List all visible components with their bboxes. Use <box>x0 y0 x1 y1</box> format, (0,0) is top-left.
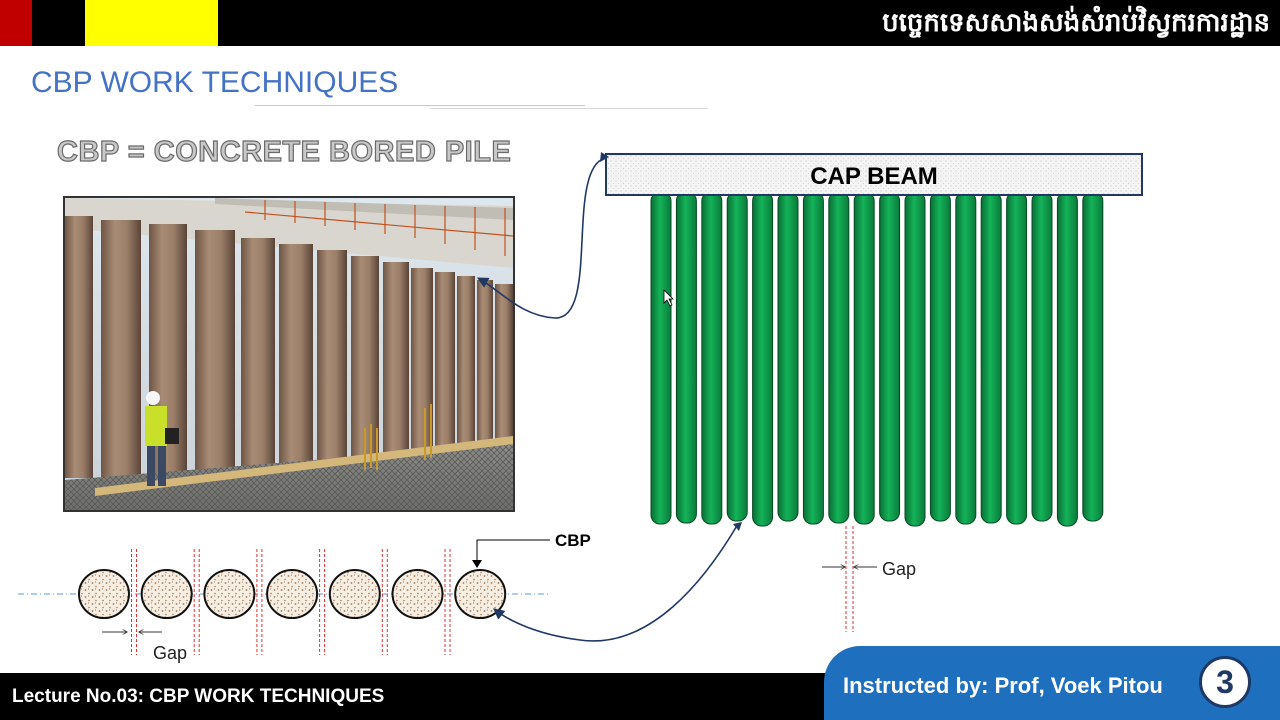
slide-subtitle: CBP = CONCRETE BORED PILE <box>56 135 512 168</box>
pile-plan-4 <box>266 569 319 619</box>
pile-elevation-8 <box>828 191 850 524</box>
pile-elevation-16 <box>1031 191 1053 522</box>
lecture-label: Lecture No.03: CBP WORK TECHNIQUES <box>12 686 385 707</box>
pile-elevation-10 <box>879 191 901 522</box>
pile-row-elevation <box>650 191 1104 527</box>
connector-cap-to-photo <box>477 157 606 319</box>
pile-elevation-13 <box>955 191 977 525</box>
photo-illustration <box>65 198 513 510</box>
pile-elevation-4 <box>726 191 748 522</box>
pile-elevation-5 <box>752 191 774 527</box>
cbp-leader <box>476 539 550 564</box>
slide-number-badge: 3 <box>1199 656 1251 708</box>
gap-label-elevation: Gap <box>882 559 916 579</box>
pile-elevation-12 <box>929 191 951 522</box>
pile-elevation-17 <box>1056 191 1078 527</box>
title-underline <box>255 105 585 106</box>
cbp-label: CBP <box>555 531 591 550</box>
pile-plan-6 <box>391 569 444 619</box>
slide-title: CBP WORK TECHNIQUES <box>31 66 399 99</box>
pile-elevation-2 <box>675 191 697 524</box>
pile-plan-2 <box>140 569 193 619</box>
connector-pile-to-plan <box>493 523 739 642</box>
connector-arrowhead-cap <box>600 152 609 162</box>
cbp-leader-arrowhead <box>472 560 482 568</box>
mouse-cursor-icon <box>663 289 674 307</box>
connector-arrowhead-elevation <box>733 522 742 531</box>
pile-elevation-9 <box>853 191 875 525</box>
pile-plan-1 <box>78 569 130 619</box>
pile-elevation-11 <box>904 191 926 527</box>
banner-yellow-block <box>85 0 218 46</box>
worker-figure <box>145 391 179 486</box>
pile-elevation-3 <box>701 191 723 525</box>
pile-elevation-18 <box>1082 191 1104 522</box>
pile-elevation-6 <box>777 191 799 522</box>
cap-beam-label: CAP BEAM <box>810 163 938 190</box>
pile-plan-5 <box>328 569 381 619</box>
banner-red-block <box>0 0 32 46</box>
pile-plan-7 <box>454 569 507 619</box>
cap-beam <box>605 153 1143 196</box>
title-underline-secondary <box>430 108 708 109</box>
instructor-label: Instructed by: Prof, Voek Pitou <box>843 673 1163 698</box>
construction-photo <box>63 196 515 512</box>
pile-elevation-7 <box>802 191 824 525</box>
gap-label-plan: Gap <box>153 643 187 663</box>
pile-elevation-1 <box>650 191 672 525</box>
course-title-khmer: បច្ចេកទេសសាងសង់សំរាប់វិស្វករការដ្ឋាន <box>882 8 1270 38</box>
pile-row-plan <box>78 549 507 655</box>
pile-elevation-14 <box>980 191 1002 524</box>
pile-elevation-15 <box>1006 191 1028 525</box>
pile-plan-3 <box>203 569 256 619</box>
